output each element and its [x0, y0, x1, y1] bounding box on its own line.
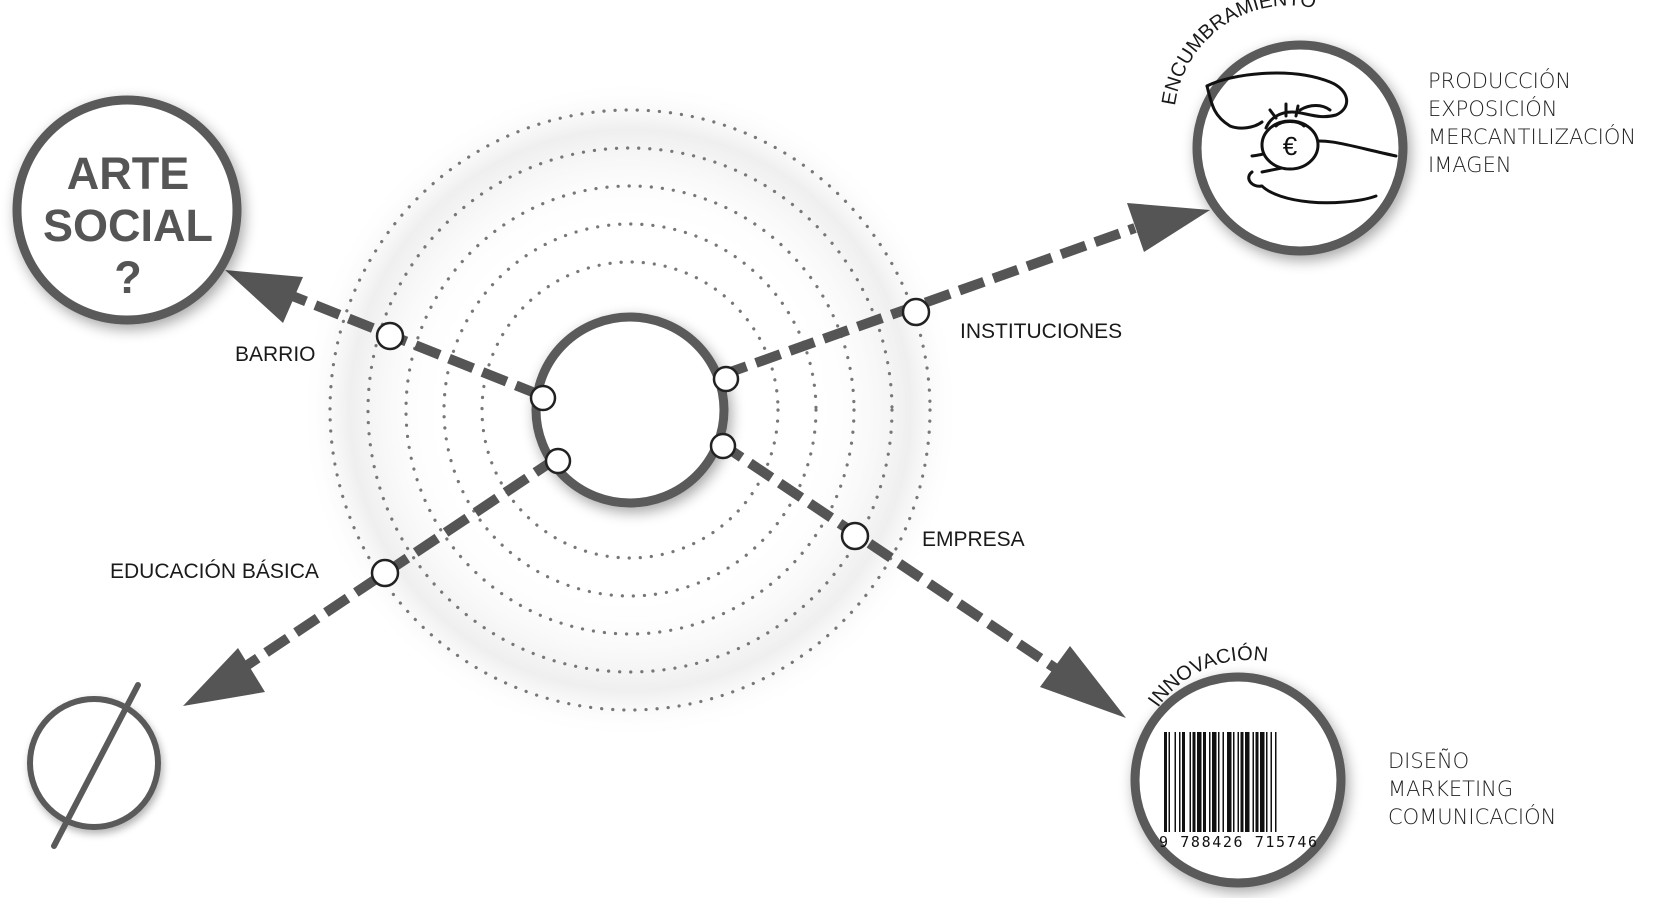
barcode-bar: [1168, 732, 1170, 832]
label-barrio: BARRIO: [235, 343, 316, 366]
arte-social-ring: [12, 95, 242, 325]
arrow-barrio-head: [225, 270, 303, 323]
dotted-ring-4: [442, 222, 818, 598]
arrow-empresa-head: [1040, 646, 1126, 718]
node-empresa-inner: [709, 432, 737, 460]
empty-set-icon: [27, 682, 161, 849]
concentric-dotted-rings: [328, 108, 932, 712]
barcode-bar: [1182, 732, 1185, 832]
barcode-bar: [1218, 732, 1220, 832]
barcode-bar: [1233, 732, 1235, 832]
encumbramiento-item-exposicion: EXPOSICIÓN: [1428, 96, 1557, 121]
dotted-ring-1: [328, 108, 932, 712]
arrow-educacion-line: [237, 453, 560, 675]
dotted-ring-3: [404, 184, 856, 636]
encumbramiento-item-mercantilizacion: MERCANTILIZACIÓN: [1428, 124, 1636, 149]
node-barrio-outer: [375, 321, 405, 351]
arrow-empresa-line: [717, 438, 1058, 673]
node-empresa-outer: [840, 521, 870, 551]
innovacion-list: DISEÑO MARKETING COMUNICACIÓN: [1388, 748, 1556, 829]
barcode-bar: [1237, 732, 1239, 832]
barcode-bar: [1270, 732, 1272, 832]
arte-social-line3: ?: [114, 252, 142, 303]
barcode-bar: [1255, 732, 1259, 832]
barcode-bar: [1203, 732, 1206, 832]
barcode-bar: [1227, 732, 1232, 832]
barcode-bar: [1252, 732, 1254, 832]
barcode-bar: [1275, 732, 1277, 832]
barcode-bar: [1266, 732, 1268, 832]
encumbramiento-list: PRODUCCIÓN EXPOSICIÓN MERCANTILIZACIÓN I…: [1428, 68, 1636, 177]
barcode-bar: [1240, 732, 1244, 832]
barcode-bar: [1174, 732, 1176, 832]
barcode-bar: [1245, 732, 1250, 832]
barcode-bar: [1192, 732, 1196, 832]
barcode-bar: [1222, 732, 1224, 832]
node-educacion-inner: [544, 447, 572, 475]
barcode-bar: [1197, 732, 1202, 832]
node-instituciones-outer: [901, 297, 931, 327]
arrow-barrio-line: [288, 290, 542, 400]
barcode-bar: [1209, 732, 1211, 832]
dotted-ring-5: [480, 260, 780, 560]
arte-social-line2: SOCIAL: [43, 200, 213, 251]
node-educacion-outer: [370, 558, 400, 588]
label-instituciones: INSTITUCIONES: [960, 320, 1122, 343]
innovacion-item-diseno: DISEÑO: [1388, 748, 1469, 773]
hands-money-bag-euro-icon: [1205, 71, 1398, 205]
barcode-icon: [1164, 732, 1277, 832]
arte-social-node: ARTE SOCIAL ?: [12, 95, 242, 325]
barcode-bar: [1189, 732, 1191, 832]
label-empresa: EMPRESA: [922, 528, 1025, 551]
barcode-number: 9 788426 715746: [1159, 833, 1317, 851]
innovacion-node: INNOVACIÓN 9 788426 715746: [1130, 642, 1346, 888]
center-ring: [531, 312, 729, 508]
arrow-educacion-head: [183, 648, 265, 706]
node-barrio-inner: [529, 384, 557, 412]
encumbramiento-item-imagen: IMAGEN: [1428, 153, 1512, 177]
encumbramiento-item-produccion: PRODUCCIÓN: [1428, 68, 1571, 93]
barcode-bar: [1164, 732, 1167, 832]
arrow-instituciones-line: [720, 223, 1137, 380]
arrow-instituciones-head: [1127, 203, 1210, 252]
barcode-bar: [1212, 732, 1217, 832]
arte-social-line1: ARTE: [67, 148, 190, 199]
dotted-ring-2: [366, 146, 894, 674]
node-instituciones-inner: [712, 365, 740, 393]
euro-symbol: €: [1283, 131, 1298, 161]
innovacion-item-marketing: MARKETING: [1388, 777, 1513, 801]
barcode-bar: [1179, 732, 1181, 832]
barcode-bar: [1260, 732, 1265, 832]
innovacion-item-comunicacion: COMUNICACIÓN: [1388, 804, 1556, 829]
label-educacion-basica: EDUCACIÓN BÁSICA: [110, 560, 319, 583]
